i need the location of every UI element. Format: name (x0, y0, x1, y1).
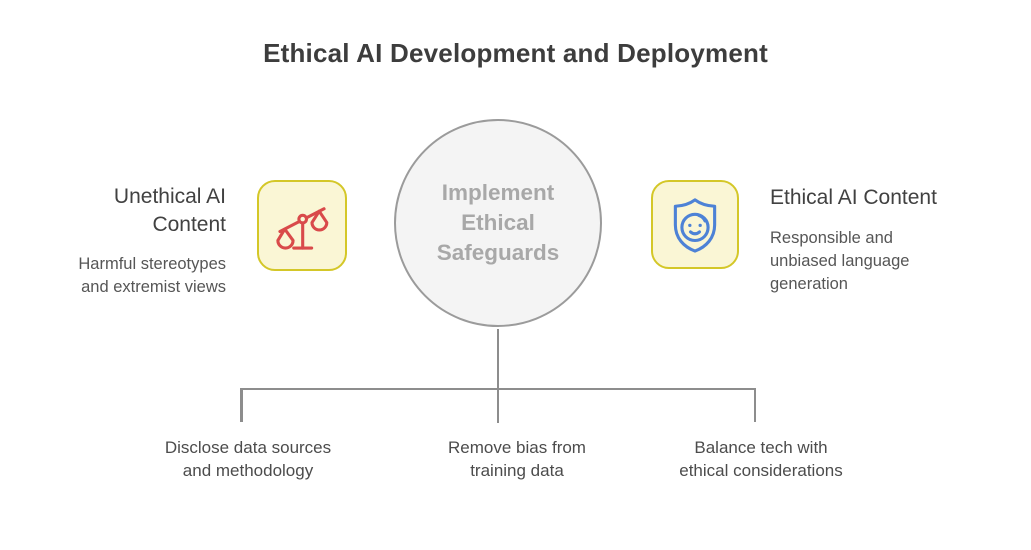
page-title: Ethical AI Development and Deployment (263, 38, 768, 68)
connector-stub-middle (496, 387, 499, 423)
left-item-heading: Unethical AI Content (113, 185, 226, 236)
right-item-heading: Ethical AI Content (770, 186, 937, 209)
unbalanced-scales-icon (276, 206, 329, 250)
left-item-description: Harmful stereotypes and extremist views (78, 255, 226, 296)
left-item-text-block: Unethical AI Content Harmful stereotypes… (40, 183, 226, 299)
right-icon-box (651, 180, 739, 269)
branch-label-disclose-data: Disclose data sources and methodology (164, 438, 332, 480)
connector-vertical-main (496, 329, 499, 390)
branch-label-balance-tech: Balance tech with ethical considerations (679, 438, 843, 480)
connector-stub-right (753, 387, 756, 422)
right-item-description: Responsible and unbiased language genera… (770, 228, 910, 293)
right-item-text-block: Ethical AI Content Responsible and unbia… (770, 184, 985, 296)
center-node-circle: Implement Ethical Safeguards (394, 119, 602, 327)
connector-stub-left (240, 387, 243, 422)
shield-smiley-icon (673, 197, 717, 253)
branch-label-remove-bias: Remove bias from training data (448, 438, 586, 480)
center-node-label: Implement Ethical Safeguards (436, 180, 560, 265)
left-icon-box (257, 180, 347, 271)
